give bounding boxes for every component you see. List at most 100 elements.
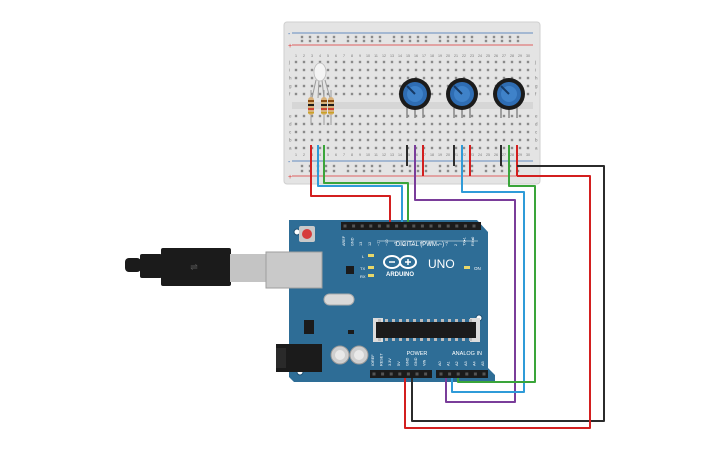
breadboard-hole [446, 76, 450, 80]
header-pin[interactable] [438, 224, 442, 228]
breadboard-hole [478, 146, 482, 150]
breadboard-hole [302, 92, 306, 96]
pin-label: ~3 [445, 242, 449, 246]
digital-header-label: DIGITAL (PWM ~) [396, 242, 444, 248]
column-number: 2 [303, 54, 305, 58]
column-number: 17 [422, 54, 426, 58]
header-pin[interactable] [406, 372, 410, 376]
breadboard-hole [510, 146, 514, 150]
column-number: 22 [462, 153, 466, 157]
breadboard-hole [350, 122, 354, 126]
column-number: 28 [510, 54, 514, 58]
pin-label: GND [351, 237, 355, 246]
header-pin[interactable] [456, 372, 460, 376]
svg-text:⇌: ⇌ [190, 262, 198, 272]
resistor-3[interactable] [328, 90, 334, 125]
breadboard-hole [510, 138, 514, 142]
header-pin[interactable] [352, 224, 356, 228]
breadboard-hole [502, 146, 506, 150]
chip-pin [406, 319, 409, 322]
dc-power-jack[interactable] [276, 344, 322, 372]
header-pin[interactable] [446, 224, 450, 228]
rail-hole [378, 35, 382, 39]
header-pin[interactable] [415, 372, 419, 376]
breadboard-hole [486, 92, 490, 96]
header-pin[interactable] [439, 372, 443, 376]
breadboard-hole [518, 130, 522, 134]
breadboard-hole [326, 130, 330, 134]
header-pin[interactable] [482, 372, 486, 376]
header-pin[interactable] [403, 224, 407, 228]
usb-b-port[interactable] [265, 251, 323, 289]
breadboard-hole [390, 84, 394, 88]
breadboard-hole [486, 138, 490, 142]
rail-hole [346, 35, 350, 39]
breadboard-hole [430, 122, 434, 126]
breadboard-hole [342, 122, 346, 126]
breadboard-hole [294, 146, 298, 150]
chip-pin [392, 338, 395, 341]
header-pin[interactable] [463, 224, 467, 228]
header-pin[interactable] [386, 224, 390, 228]
header-pin[interactable] [420, 224, 424, 228]
header-pin[interactable] [377, 224, 381, 228]
row-letter: h [289, 76, 292, 81]
breadboard-hole [294, 60, 298, 64]
chip-pin [399, 338, 402, 341]
rail-hole [354, 164, 358, 168]
breadboard-hole [526, 130, 530, 134]
rail-hole [416, 35, 420, 39]
capacitors [330, 345, 369, 365]
breadboard-hole [390, 92, 394, 96]
breadboard-hole [446, 130, 450, 134]
breadboard-hole [358, 122, 362, 126]
pin-label: A5 [481, 361, 485, 366]
breadboard-hole [486, 146, 490, 150]
header-pin[interactable] [429, 224, 433, 228]
header-pin[interactable] [389, 372, 393, 376]
header-pin[interactable] [381, 372, 385, 376]
rail-hole [438, 39, 442, 43]
header-pin[interactable] [465, 372, 469, 376]
breadboard-hole [422, 138, 426, 142]
header-pin[interactable] [343, 224, 347, 228]
header-pin[interactable] [372, 372, 376, 376]
rail-hole [438, 169, 442, 173]
resistor-2[interactable] [321, 90, 327, 125]
chip-pin [455, 319, 458, 322]
model-label: UNO [428, 257, 455, 271]
row-letter: c [535, 130, 538, 135]
breadboard-hole [302, 122, 306, 126]
column-number: 18 [430, 153, 434, 157]
header-pin[interactable] [455, 224, 459, 228]
column-number: 10 [366, 54, 370, 58]
potentiometer-2[interactable] [446, 78, 478, 118]
header-pin[interactable] [448, 372, 452, 376]
header-pin[interactable] [395, 224, 399, 228]
header-pin[interactable] [424, 372, 428, 376]
breadboard-hole [486, 122, 490, 126]
header-pin[interactable] [369, 224, 373, 228]
resistor-1[interactable] [308, 90, 314, 125]
header-pin[interactable] [412, 224, 416, 228]
header-pin[interactable] [473, 372, 477, 376]
breadboard-hole [414, 60, 418, 64]
voltage-regulator [304, 320, 314, 334]
breadboard-hole [454, 122, 458, 126]
potentiometer-3[interactable] [493, 78, 525, 118]
breadboard-hole [510, 60, 514, 64]
header-pin[interactable] [472, 224, 476, 228]
breadboard-hole [430, 146, 434, 150]
header-pin[interactable] [360, 224, 364, 228]
rgb-led[interactable] [311, 62, 331, 99]
rail-hole [346, 169, 350, 173]
breadboard-hole [326, 122, 330, 126]
reset-button[interactable] [299, 226, 315, 242]
breadboard-hole [326, 92, 330, 96]
rail-hole [470, 35, 474, 39]
header-pin[interactable] [398, 372, 402, 376]
pin-label: AREF [342, 235, 346, 246]
potentiometer-1[interactable] [399, 78, 431, 118]
rail-hole [346, 164, 350, 168]
